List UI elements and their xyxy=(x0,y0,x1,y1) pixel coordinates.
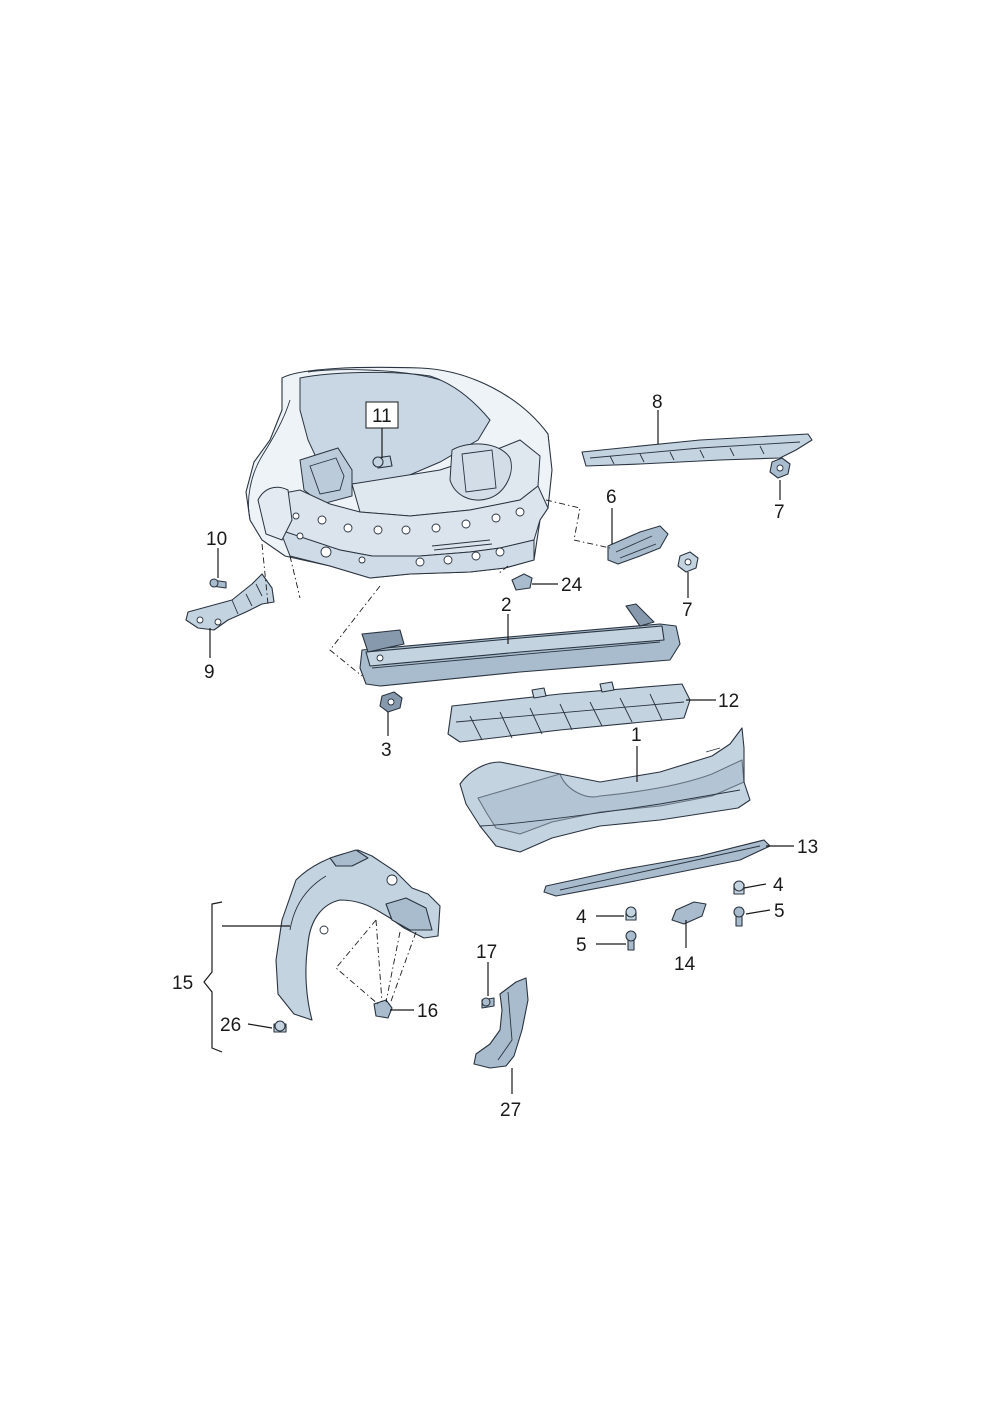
callout-3: 3 xyxy=(381,740,392,761)
leader-lines xyxy=(203,410,794,1094)
callout-11: 11 xyxy=(372,406,392,427)
callout-17: 17 xyxy=(476,942,497,963)
callout-11-box xyxy=(365,401,399,429)
callout-7-upper: 7 xyxy=(774,502,785,523)
callout-labels: 1 2 3 4 4 5 5 6 7 7 8 9 10 11 12 13 14 1… xyxy=(172,392,818,1121)
part-9-bracket xyxy=(185,573,275,631)
part-24-clip xyxy=(511,573,533,591)
callout-4-right: 4 xyxy=(773,875,784,896)
callout-4-left: 4 xyxy=(576,907,587,928)
callout-7-lower: 7 xyxy=(682,600,693,621)
part-27-mudflap xyxy=(473,977,529,1069)
callout-26: 26 xyxy=(220,1015,241,1036)
callout-16: 16 xyxy=(417,1001,438,1022)
callout-5-right: 5 xyxy=(774,901,785,922)
part-7-nut-upper xyxy=(769,457,791,479)
vehicle-rear-body xyxy=(245,366,553,579)
callout-8: 8 xyxy=(652,392,663,413)
callout-6: 6 xyxy=(606,487,617,508)
part-17-screw xyxy=(481,997,495,1009)
assembly-lines xyxy=(261,499,611,1005)
part-15-wheel-liner xyxy=(275,849,441,1021)
callout-10: 10 xyxy=(206,529,227,550)
part-8-bracket xyxy=(581,433,813,467)
part-2-reinforcement xyxy=(359,603,681,687)
part-6-guide xyxy=(607,525,669,565)
callout-13: 13 xyxy=(797,837,818,858)
part-5-screw-left xyxy=(625,930,637,951)
callout-27: 27 xyxy=(500,1100,521,1121)
part-4-screw-right xyxy=(733,880,745,895)
callout-24: 24 xyxy=(561,575,583,596)
part-1-bumper-cover xyxy=(459,727,751,853)
part-11-bolt xyxy=(372,455,393,469)
callout-12: 12 xyxy=(718,691,739,712)
part-14-cap xyxy=(671,901,707,925)
part-4-screw-left xyxy=(625,906,637,921)
part-5-screw-right xyxy=(733,906,745,927)
callout-14: 14 xyxy=(674,954,696,975)
callout-1: 1 xyxy=(631,725,642,746)
part-3-nut xyxy=(379,691,403,713)
part-7-nut-lower xyxy=(677,551,699,573)
part-12-absorber xyxy=(447,681,691,743)
part-10-bolt xyxy=(209,578,227,589)
callout-15: 15 xyxy=(172,973,193,994)
callout-5-left: 5 xyxy=(576,935,587,956)
callout-9: 9 xyxy=(204,662,215,683)
part-13-diffuser xyxy=(543,839,771,897)
part-16-clip xyxy=(373,999,393,1019)
part-26-screw xyxy=(273,1020,287,1033)
callout-2: 2 xyxy=(501,595,512,616)
